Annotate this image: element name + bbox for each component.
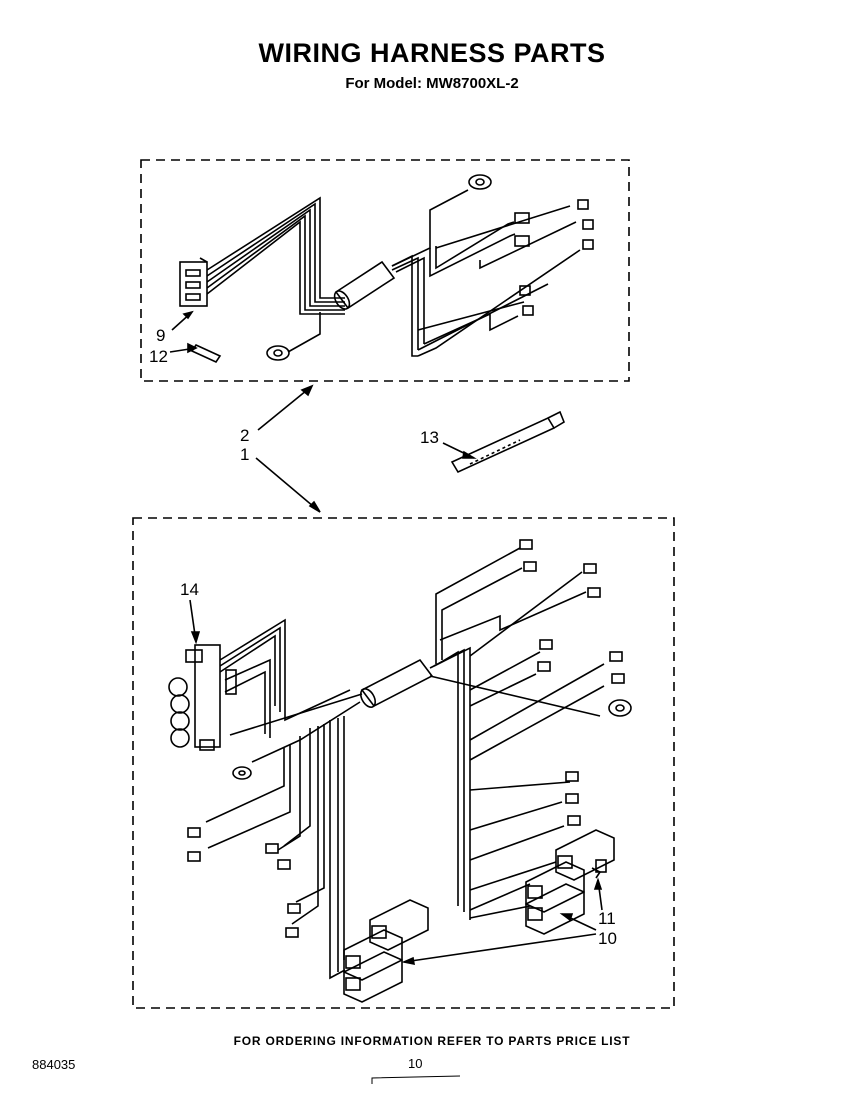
- upper-wire-bundle: [206, 196, 345, 315]
- callout-10: 10: [598, 929, 617, 948]
- item-10-housings-left: [343, 899, 429, 1003]
- upper-ground-ring: [266, 312, 321, 361]
- callout-9: 9: [156, 326, 165, 345]
- upper-right-wires: [391, 174, 581, 357]
- callout-13: 13: [420, 428, 439, 447]
- lower-left-wire-loops: [219, 618, 351, 738]
- upper-harness-frame: [140, 159, 630, 382]
- upper-sleeve: [333, 260, 396, 310]
- callout-14: 14: [180, 580, 199, 599]
- item-13-sleeve: [450, 410, 565, 474]
- document-number: 884035: [32, 1057, 76, 1072]
- lower-harness-frame: [132, 517, 675, 1009]
- callout-11: 11: [598, 909, 616, 928]
- lower-wire-bundle: [205, 547, 605, 980]
- ordering-notice: FOR ORDERING INFORMATION REFER TO PARTS …: [233, 1034, 631, 1048]
- callout-12: 12: [149, 347, 168, 366]
- upper-terminals: [514, 199, 594, 316]
- lower-spade-terminals: [187, 539, 625, 938]
- item-10-housings-right: [525, 829, 615, 935]
- model-subtitle: For Model: MW8700XL-2: [345, 75, 519, 92]
- callout-1: 1: [240, 445, 249, 464]
- page-number: 10: [408, 1056, 423, 1071]
- callout-leaders: [169, 310, 603, 966]
- upper-left-connector: [179, 257, 208, 307]
- lower-ring-terminals: [232, 699, 632, 780]
- item-11-terminal: [591, 859, 607, 879]
- page-title: WIRING HARNESS PARTS: [258, 38, 606, 68]
- callout-2: 2: [240, 426, 249, 445]
- item-14-connector-block: [168, 644, 221, 751]
- handwritten-mark: [371, 1075, 461, 1084]
- lower-sleeve: [359, 658, 434, 708]
